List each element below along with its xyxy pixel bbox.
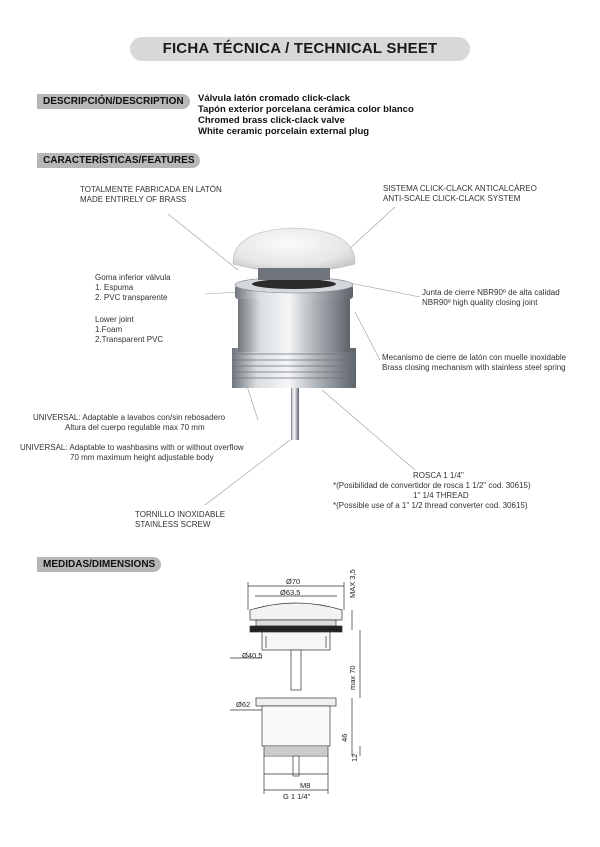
description-block: Válvula latón cromado click-clack Tapón … [198,93,414,137]
mechanism-en: Brass closing mechanism with stainless s… [382,363,566,372]
screw-label: TORNILLO INOXIDABLE STAINLESS SCREW [135,510,225,530]
dimension-drawing [230,582,361,794]
closing-joint-en: NBR90º high quality closing joint [422,298,538,307]
description-line: Válvula latón cromado click-clack [198,93,351,104]
lower-joint-es-line: 1. Espuma [95,283,134,292]
thread-line: 1" 1/4 THREAD [413,491,469,500]
description-line: Chromed brass click-clack valve [198,115,345,126]
lower-joint-es-line: 2. PVC transparente [95,293,168,302]
dim-h12: 12 [350,753,359,762]
mechanism-label: Mecanismo de cierre de latón con muelle … [382,353,566,373]
features-section-tag: CARACTERÍSTICAS/FEATURES [37,153,201,168]
lower-joint-en-line: 1.Foam [95,325,123,334]
universal-en: UNIVERSAL: Adaptable to washbasins with … [20,443,244,463]
description-section-tag: DESCRIPCIÓN/DESCRIPTION [37,94,190,109]
closing-joint-label: Junta de cierre NBR90º de alta calidad N… [422,288,560,308]
lower-joint-es: Goma inferior válvula 1. Espuma 2. PVC t… [95,273,171,303]
anti-scale-label: SISTEMA CLICK-CLACK ANTICALCÁREO ANTI-SC… [383,184,537,204]
universal-es: UNIVERSAL: Adaptable a lavabos con/sin r… [33,413,225,433]
universal-es-line: Altura del cuerpo regulable max 70 mm [65,423,205,432]
thread-label: ROSCA 1 1/4" *(Posibilidad de convertido… [333,471,531,511]
thread-line: ROSCA 1 1/4" [413,471,464,480]
lower-joint-en-line: Lower joint [95,315,134,324]
universal-en-line: UNIVERSAL: Adaptable to washbasins with … [20,443,244,452]
universal-es-line: UNIVERSAL: Adaptable a lavabos con/sin r… [33,413,226,422]
page-title: FICHA TÉCNICA / TECHNICAL SHEET [130,37,470,61]
dim-max70: max 70 [348,665,357,690]
screw-label-en: STAINLESS SCREW [135,520,211,529]
dim-m8: M8 [300,781,311,790]
dim-d62: Ø62 [236,700,251,709]
lower-joint-es-line: Goma inferior válvula [95,273,171,282]
screw-label-es: TORNILLO INOXIDABLE [135,510,226,519]
thread-line: *(Possible use of a 1" 1/2 thread conver… [333,501,528,510]
dim-thread-g: G 1 1/4" [283,792,311,801]
dim-d63-5: Ø63,5 [280,588,301,597]
dim-d40-5: Ø40,5 [242,651,263,660]
description-line: Tapón exterior porcelana cerámica color … [198,104,414,115]
anti-scale-label-es: SISTEMA CLICK-CLACK ANTICALCÁREO [383,184,537,193]
dim-max3-5: MAX 3,5 [348,569,357,598]
anti-scale-label-en: ANTI-SCALE CLICK-CLACK SYSTEM [383,194,521,203]
thread-line: *(Posibilidad de convertidor de rosca 1 … [333,481,531,490]
brass-label-es: TOTALMENTE FABRICADA EN LATÓN [80,185,222,194]
closing-joint-es: Junta de cierre NBR90º de alta calidad [422,288,560,297]
description-line: White ceramic porcelain external plug [198,126,370,137]
brass-label-en: MADE ENTIRELY OF BRASS [80,195,187,204]
brass-label: TOTALMENTE FABRICADA EN LATÓN MADE ENTIR… [80,185,222,205]
valve-illustration [167,206,421,506]
lower-joint-en-line: 2.Transparent PVC [95,335,164,344]
dim-d70: Ø70 [286,577,301,586]
dim-h46: 46 [340,733,349,742]
lower-joint-en: Lower joint 1.Foam 2.Transparent PVC [95,315,163,345]
mechanism-es: Mecanismo de cierre de latón con muelle … [382,353,567,362]
dimensions-section-tag: MEDIDAS/DIMENSIONS [37,557,162,572]
universal-en-line: 70 mm maximum height adjustable body [70,453,214,462]
